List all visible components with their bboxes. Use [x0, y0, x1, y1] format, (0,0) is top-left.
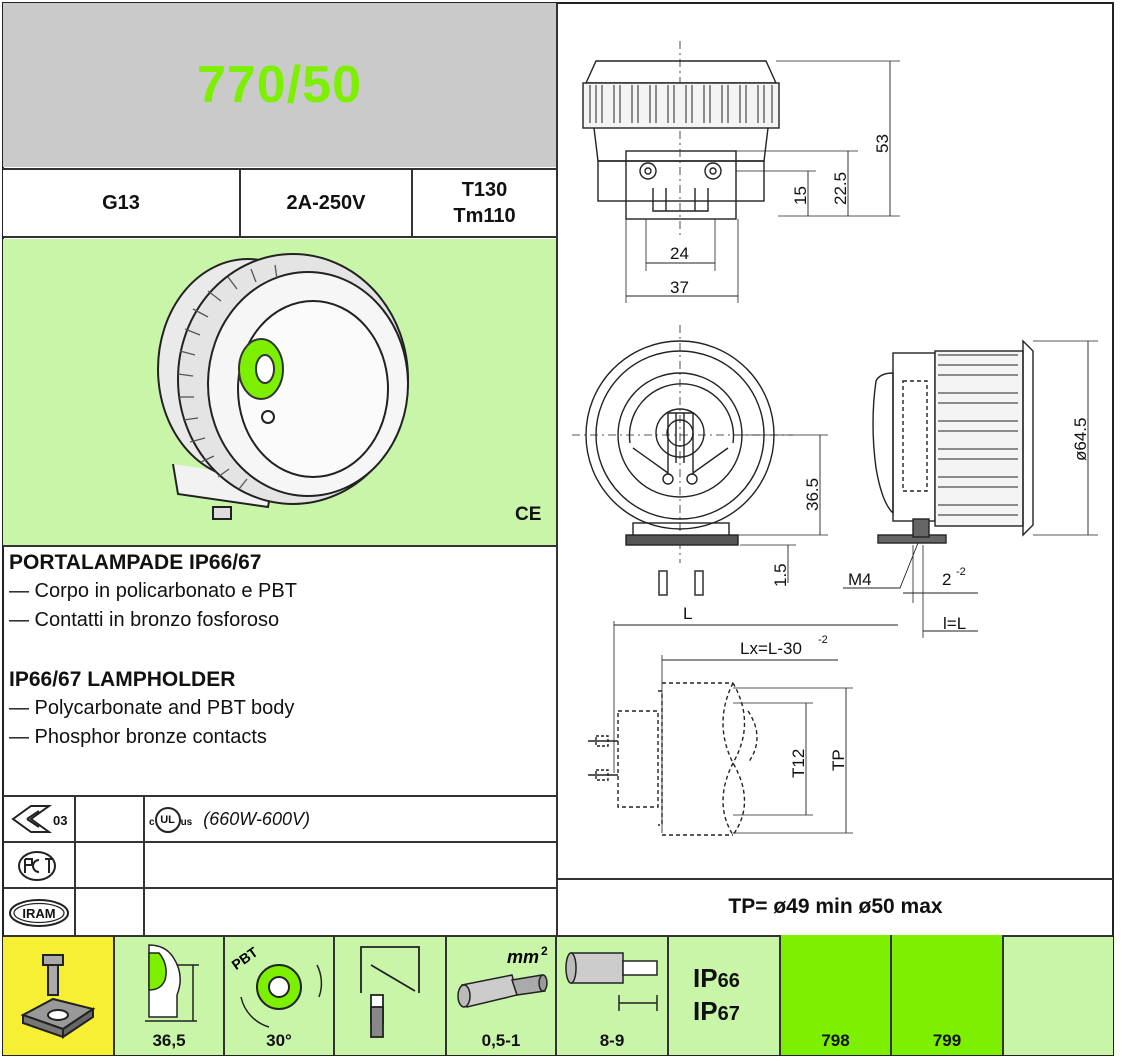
- wire-strip-icon: [565, 952, 658, 1011]
- iram-mark-icon: IRAM: [9, 899, 69, 927]
- description-it-heading: PORTALAMPADE IP66/67: [9, 551, 262, 574]
- dim-24: 24: [670, 244, 689, 263]
- height-label: 36,5: [152, 1031, 186, 1050]
- feature-cell-contact: [333, 935, 445, 1055]
- description-en-heading: IP66/67 LAMPHOLDER: [9, 668, 236, 691]
- dim-64-5: ø64.5: [1071, 418, 1090, 461]
- dim-L: L: [683, 604, 692, 623]
- ce-mark: CE: [515, 504, 542, 525]
- dim-2: 2: [942, 570, 951, 589]
- ul-power-note: (660W-600V): [203, 808, 310, 829]
- lampholder-height-icon: [145, 944, 199, 1022]
- feature-cell-height: 36,5: [113, 935, 223, 1055]
- product-photo-panel: CE: [3, 239, 556, 545]
- dim-15: 15: [791, 186, 810, 205]
- enec-03-mark-icon: 03: [11, 805, 67, 833]
- spec-temperature: T130 Tm110: [411, 168, 556, 238]
- spec-rating: 2A-250V: [239, 168, 411, 238]
- ip2-text: IP: [693, 996, 718, 1026]
- ul-logo-icon: UL: [154, 807, 181, 833]
- dim-2-sup: -2: [956, 566, 966, 578]
- dim-lx-sup: -2: [818, 634, 828, 646]
- lampholder-photo-illustration: [157, 253, 409, 520]
- ip1-num: 66: [717, 970, 740, 992]
- product-code: 770/50: [196, 56, 363, 114]
- feature-cell-799: 799: [890, 935, 1002, 1055]
- tp-note: TP= ø49 min ø50 max: [558, 878, 1113, 934]
- ip-rating-icon: IP66 IP67: [693, 963, 740, 1029]
- dim-36-5: 36.5: [803, 478, 822, 511]
- rotation-label: 30°: [266, 1031, 292, 1050]
- dim-t12: T12: [789, 749, 808, 778]
- feature-cell-wire-section: mm 2 0,5-1: [445, 935, 555, 1055]
- wire-unit: mm: [507, 947, 539, 967]
- ul-c-text: c: [149, 816, 155, 828]
- spec-temp-line2: Tm110: [453, 205, 516, 227]
- pct-gost-mark-icon: [18, 851, 56, 881]
- feature-cell-fixing: [3, 935, 113, 1055]
- ul-us-text: us: [180, 816, 193, 828]
- dim-l-eq-l: l=L: [943, 614, 966, 633]
- spec-base: G13: [3, 168, 239, 238]
- dim-53: 53: [873, 134, 892, 153]
- feature-cell-ip-rating: IP66 IP67: [667, 935, 779, 1055]
- pbt-text: PBT: [228, 943, 260, 972]
- dim-m4: M4: [848, 570, 872, 589]
- dim-1-5: 1.5: [771, 563, 790, 587]
- accessory-code-798: 798: [821, 1031, 850, 1050]
- certification-row: IRAM: [3, 887, 556, 937]
- iram-mark-text: IRAM: [22, 906, 55, 921]
- column-divider: [556, 3, 558, 935]
- dim-22-5: 22.5: [831, 172, 850, 205]
- dim-37: 37: [670, 278, 689, 297]
- ip2-num: 67: [717, 1003, 740, 1025]
- description-it-line: — Corpo in policarbonato e PBT: [9, 580, 297, 602]
- technical-drawing: 53 22.5 15 24 37 36.5 1.5 ø64.5 M4 2 -2 …: [572, 41, 1098, 836]
- strip-length-label: 8-9: [599, 1031, 625, 1050]
- description-en-line: — Polycarbonate and PBT body: [9, 697, 295, 719]
- feature-cell-empty: [1002, 935, 1113, 1055]
- pbt-rotation-icon: PBT: [228, 943, 323, 1028]
- ip1-text: IP: [693, 963, 718, 993]
- feature-cell-798: 798: [779, 935, 890, 1055]
- spec-temp-line1: T130: [461, 179, 508, 201]
- title-box: [3, 3, 556, 167]
- description-block: PORTALAMPADE IP66/67 — Corpo in policarb…: [3, 545, 556, 795]
- spring-contact-icon: [360, 946, 420, 1038]
- dim-tp: TP: [829, 749, 848, 771]
- wire-unit-sup: 2: [541, 944, 548, 958]
- description-en-line: — Phosphor bronze contacts: [9, 726, 267, 748]
- accessory-code-799: 799: [932, 1031, 962, 1050]
- certification-row: [3, 841, 556, 889]
- feature-cell-strip-length: 8-9: [555, 935, 667, 1055]
- screw-fixing-icon: [20, 954, 96, 1039]
- description-it-line: — Contatti in bronzo fosforoso: [9, 609, 280, 631]
- dim-lx: Lx=L-30: [740, 639, 802, 658]
- feature-cell-rotation: PBT 30°: [223, 935, 333, 1055]
- wire-section-icon: mm 2: [457, 944, 548, 1008]
- wire-section-label: 0,5-1: [481, 1031, 521, 1050]
- enec-mark-number: 03: [53, 813, 67, 828]
